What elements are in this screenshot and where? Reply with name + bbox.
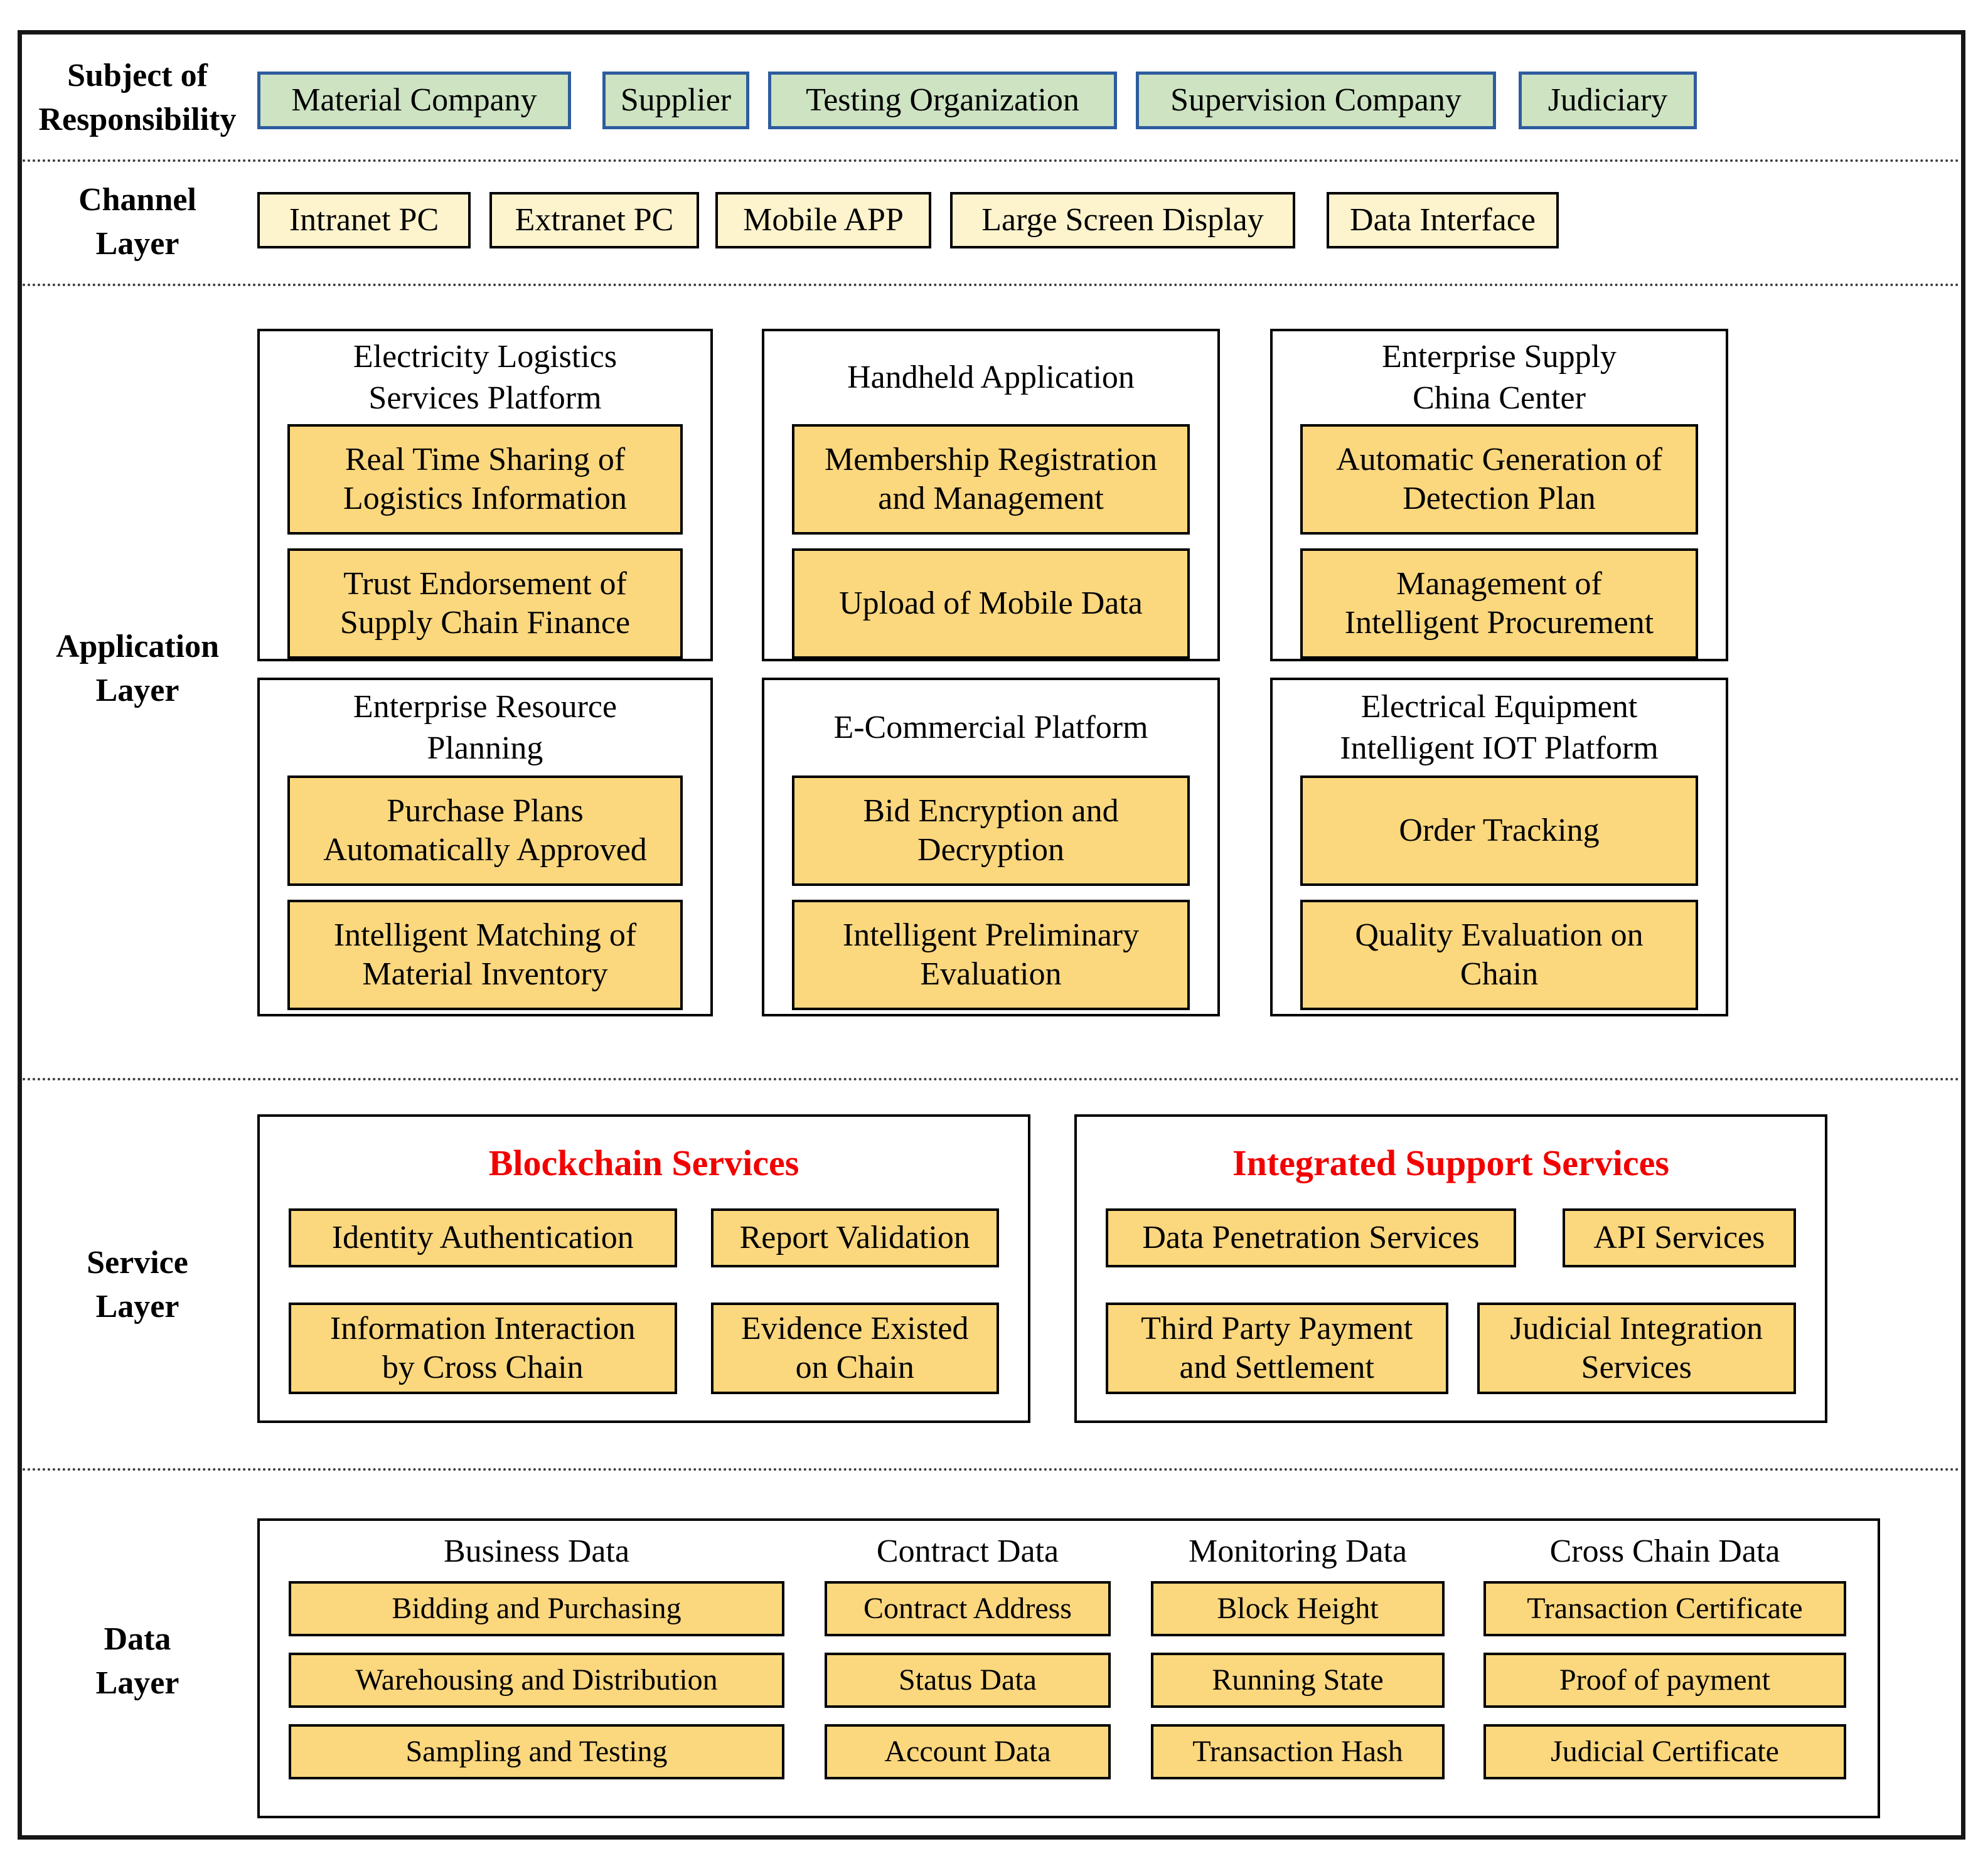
label-data-layer: Data Layer <box>95 1621 179 1701</box>
channel-box-intranet-pc: Intranet PC <box>257 192 471 248</box>
service-box-evidence-existed: Evidence Existed on Chain <box>710 1303 999 1394</box>
label-subject-of-responsibility: Subject of Responsibility <box>38 58 237 137</box>
platform-enterprise-supply-china-center: Enterprise Supply China Center Automatic… <box>1270 329 1728 661</box>
data-column-business: Business Data Bidding and Purchasing War… <box>289 1521 784 1796</box>
data-box-warehousing-distribution: Warehousing and Distribution <box>289 1653 784 1708</box>
subject-box-testing-organization: Testing Organization <box>768 72 1117 129</box>
feature-box: Trust Endorsement of Supply Chain Financ… <box>287 548 683 659</box>
separator-application-service <box>23 1078 1960 1080</box>
service-group-integrated-support: Integrated Support Services Data Penetra… <box>1074 1114 1827 1423</box>
feature-box: Management of Intelligent Procurement <box>1300 548 1698 659</box>
feature-box: Upload of Mobile Data <box>792 548 1190 659</box>
platform-electrical-equipment-iot: Electrical Equipment Intelligent IOT Pla… <box>1270 678 1728 1016</box>
subject-box-supplier: Supplier <box>602 72 749 129</box>
blockchain-services-title: Blockchain Services <box>488 1142 799 1183</box>
service-group-blockchain: Blockchain Services Identity Authenticat… <box>257 1114 1030 1423</box>
integrated-support-services-title: Integrated Support Services <box>1232 1142 1669 1183</box>
data-box-transaction-certificate: Transaction Certificate <box>1483 1581 1846 1636</box>
platform-electricity-logistics: Electricity Logistics Services Platform … <box>257 329 713 661</box>
data-column-contract: Contract Data Contract Address Status Da… <box>825 1521 1111 1796</box>
platform-title: Electricity Logistics Services Platform <box>353 339 617 416</box>
feature-box: Quality Evaluation on Chain <box>1300 900 1698 1010</box>
diagram-frame <box>18 30 1965 1840</box>
feature-box: Intelligent Preliminary Evaluation <box>792 900 1190 1010</box>
data-column-heading: Contract Data <box>876 1533 1059 1569</box>
data-layer-box: Business Data Bidding and Purchasing War… <box>257 1518 1880 1818</box>
platform-title: E-Commercial Platform <box>833 710 1148 745</box>
feature-box: Order Tracking <box>1300 775 1698 886</box>
separator-service-data <box>23 1468 1960 1471</box>
label-service-layer: Service Layer <box>87 1245 188 1324</box>
data-box-account-data: Account Data <box>825 1724 1111 1779</box>
platform-title: Enterprise Supply China Center <box>1381 339 1617 416</box>
service-box-information-interaction: Information Interaction by Cross Chain <box>289 1303 677 1394</box>
feature-box: Purchase Plans Automatically Approved <box>287 775 683 886</box>
data-box-running-state: Running State <box>1151 1653 1445 1708</box>
data-box-sampling-testing: Sampling and Testing <box>289 1724 784 1779</box>
service-box-identity-authentication: Identity Authentication <box>289 1208 677 1267</box>
label-application-layer: Application Layer <box>55 629 220 708</box>
data-box-judicial-certificate: Judicial Certificate <box>1483 1724 1846 1779</box>
channel-box-data-interface: Data Interface <box>1327 192 1559 248</box>
platform-handheld-application: Handheld Application Membership Registra… <box>762 329 1220 661</box>
platform-title: Handheld Application <box>847 360 1135 395</box>
data-column-heading: Cross Chain Data <box>1549 1533 1780 1569</box>
channel-box-extranet-pc: Extranet PC <box>489 192 699 248</box>
channel-box-large-screen-display: Large Screen Display <box>950 192 1295 248</box>
subject-box-judiciary: Judiciary <box>1519 72 1697 129</box>
separator-channel-application <box>23 284 1960 286</box>
data-box-transaction-hash: Transaction Hash <box>1151 1724 1445 1779</box>
platform-title: Enterprise Resource Planning <box>353 689 617 766</box>
data-box-bidding-purchasing: Bidding and Purchasing <box>289 1581 784 1636</box>
platform-enterprise-resource-planning: Enterprise Resource Planning Purchase Pl… <box>257 678 713 1016</box>
data-box-proof-of-payment: Proof of payment <box>1483 1653 1846 1708</box>
data-column-monitoring: Monitoring Data Block Height Running Sta… <box>1151 1521 1445 1796</box>
service-box-third-party-payment: Third Party Payment and Settlement <box>1106 1303 1448 1394</box>
separator-subject-channel <box>23 159 1960 162</box>
data-box-contract-address: Contract Address <box>825 1581 1111 1636</box>
service-box-api-services: API Services <box>1562 1208 1796 1267</box>
data-column-heading: Monitoring Data <box>1188 1533 1408 1569</box>
service-box-report-validation: Report Validation <box>710 1208 999 1267</box>
platform-e-commercial: E-Commercial Platform Bid Encryption and… <box>762 678 1220 1016</box>
subject-box-supervision-company: Supervision Company <box>1136 72 1496 129</box>
data-column-heading: Business Data <box>443 1533 630 1569</box>
service-box-judicial-integration: Judicial Integration Services <box>1477 1303 1796 1394</box>
feature-box: Bid Encryption and Decryption <box>792 775 1190 886</box>
service-box-data-penetration: Data Penetration Services <box>1106 1208 1516 1267</box>
data-column-cross-chain: Cross Chain Data Transaction Certificate… <box>1483 1521 1846 1796</box>
feature-box: Intelligent Matching of Material Invento… <box>287 900 683 1010</box>
feature-box: Membership Registration and Management <box>792 424 1190 535</box>
channel-row: Intranet PC Extranet PC Mobile APP Large… <box>257 192 1559 248</box>
subject-row: Material Company Supplier Testing Organi… <box>257 72 1697 129</box>
platform-title: Electrical Equipment Intelligent IOT Pla… <box>1340 689 1659 766</box>
data-box-status-data: Status Data <box>825 1653 1111 1708</box>
subject-box-material-company: Material Company <box>257 72 571 129</box>
data-box-block-height: Block Height <box>1151 1581 1445 1636</box>
feature-box: Real Time Sharing of Logistics Informati… <box>287 424 683 535</box>
feature-box: Automatic Generation of Detection Plan <box>1300 424 1698 535</box>
channel-box-mobile-app: Mobile APP <box>715 192 931 248</box>
label-channel-layer: Channel Layer <box>78 182 196 262</box>
